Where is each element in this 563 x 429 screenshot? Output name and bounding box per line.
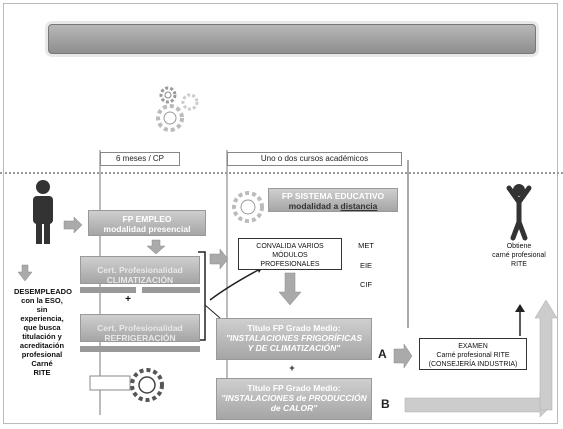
person-arms-up-icon xyxy=(506,184,532,241)
timeline-label-cp: 6 meses / CP xyxy=(100,152,180,166)
plus-sign: + xyxy=(125,294,131,305)
gear-icon xyxy=(232,191,264,223)
fp-sistema-title: FP SISTEMA EDUCATIVO xyxy=(281,191,385,201)
fp-empleo-title: FP EMPLEO xyxy=(122,214,172,224)
path-a-label: A xyxy=(378,347,387,361)
fp-empleo-box: FP EMPLEO modalidad presencial xyxy=(88,210,206,236)
fp-sistema-distancia: distancia xyxy=(340,201,378,211)
cp-bar xyxy=(80,346,200,352)
gear-icon xyxy=(156,104,184,132)
cp-box-1: Cert. Profesionalidad CLIMATIZACIÓN xyxy=(80,256,200,285)
fp-empleo-mode: modalidad presencial xyxy=(103,224,191,234)
module-met: MET xyxy=(358,241,374,250)
timeline-divider xyxy=(0,172,563,174)
gear-icon xyxy=(159,86,177,104)
plus-sign: + xyxy=(289,363,295,373)
cp-bar xyxy=(80,287,136,293)
path-b-label: B xyxy=(381,397,390,411)
module-cif: CIF xyxy=(359,280,373,289)
fp-sistema-mode: modalidad a xyxy=(288,201,339,211)
module-eie: EIE xyxy=(359,261,373,270)
gear-icon xyxy=(130,368,164,402)
title-banner xyxy=(48,24,536,54)
slide-frame xyxy=(3,3,558,424)
person-icon xyxy=(33,180,53,244)
titulo-calor-box: Título FP Grado Medio: "INSTALACIONES de… xyxy=(216,378,372,420)
timeline-label-cursos: Uno o dos cursos académicos xyxy=(227,152,402,166)
fp-sistema-box: FP SISTEMA EDUCATIVO modalidad a distanc… xyxy=(268,188,398,212)
gear-icon xyxy=(181,93,199,111)
arrows xyxy=(17,216,558,418)
cp-box-2: Cert. Profesionalidad REFRIGERACIÓN xyxy=(80,314,200,343)
titulo-frigorificas-box: Título FP Grado Medio: "INSTALACIONES FR… xyxy=(216,318,372,360)
cp-bar xyxy=(142,287,200,293)
